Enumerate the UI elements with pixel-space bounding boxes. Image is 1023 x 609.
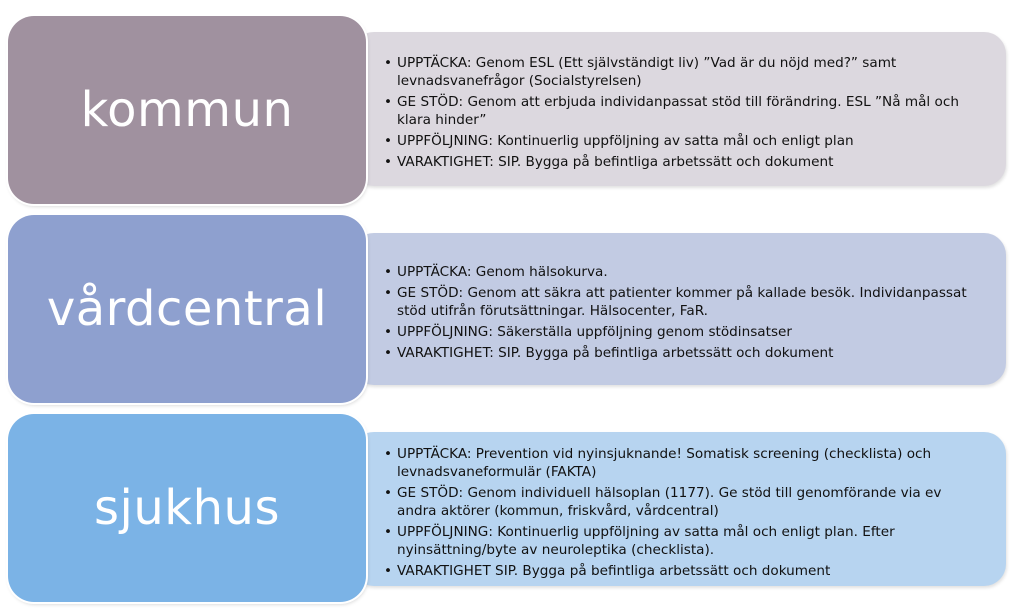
kommun-label-box: kommun: [8, 16, 366, 204]
list-item: VARAKTIGHET SIP. Bygga på befintliga arb…: [384, 562, 982, 580]
list-item: UPPFÖLJNING: Kontinuerlig uppföljning av…: [384, 132, 982, 150]
list-item: UPPTÄCKA: Genom ESL (Ett självständigt l…: [384, 54, 982, 90]
kommun-list: UPPTÄCKA: Genom ESL (Ett självständigt l…: [384, 54, 982, 174]
list-item: VARAKTIGHET: SIP. Bygga på befintliga ar…: [384, 344, 982, 362]
sjukhus-list: UPPTÄCKA: Prevention vid nyinsjuknande! …: [384, 445, 982, 583]
vardcentral-list: UPPTÄCKA: Genom hälsokurva. GE STÖD: Gen…: [384, 263, 982, 365]
list-item: GE STÖD: Genom att erbjuda individanpass…: [384, 93, 982, 129]
list-item: VARAKTIGHET: SIP. Bygga på befintliga ar…: [384, 153, 982, 171]
kommun-label: kommun: [80, 82, 294, 138]
vardcentral-panel: UPPTÄCKA: Genom hälsokurva. GE STÖD: Gen…: [352, 233, 1006, 385]
list-item: UPPTÄCKA: Genom hälsokurva.: [384, 263, 982, 281]
vardcentral-label-box: vårdcentral: [8, 215, 366, 403]
sjukhus-label: sjukhus: [94, 480, 280, 536]
sjukhus-panel: UPPTÄCKA: Prevention vid nyinsjuknande! …: [352, 432, 1006, 586]
list-item: UPPFÖLJNING: Säkerställa uppföljning gen…: [384, 323, 982, 341]
list-item: GE STÖD: Genom individuell hälsoplan (11…: [384, 484, 982, 520]
list-item: UPPFÖLJNING: Kontinuerlig uppföljning av…: [384, 523, 982, 559]
kommun-panel: UPPTÄCKA: Genom ESL (Ett självständigt l…: [352, 32, 1006, 186]
sjukhus-label-box: sjukhus: [8, 414, 366, 602]
vardcentral-label: vårdcentral: [46, 281, 328, 337]
list-item: UPPTÄCKA: Prevention vid nyinsjuknande! …: [384, 445, 982, 481]
list-item: GE STÖD: Genom att säkra att patienter k…: [384, 284, 982, 320]
